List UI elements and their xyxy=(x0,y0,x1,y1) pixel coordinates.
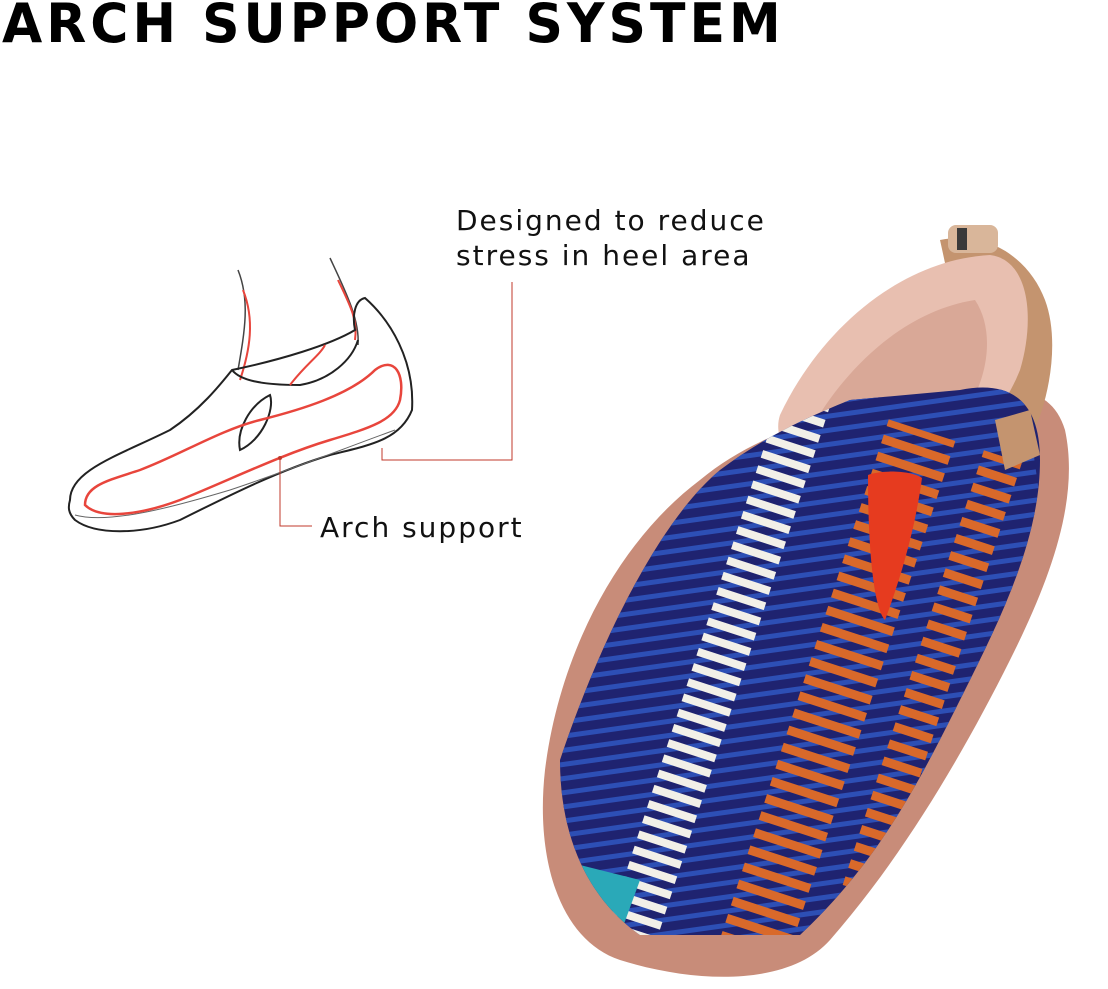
sketch-leg-red-1 xyxy=(239,289,252,381)
sketch-gore xyxy=(238,393,273,452)
heel-callout-line-1: Designed to reduce xyxy=(456,204,766,237)
heel-callout-line-2: stress in heel area xyxy=(456,239,752,272)
arch-leader-line xyxy=(278,456,312,527)
shoe-pull-tab xyxy=(948,225,998,253)
sketch-leg-back xyxy=(329,257,359,346)
sketch-leg-front xyxy=(237,269,246,371)
shoe-sketch xyxy=(67,257,414,533)
heel-leader-line xyxy=(381,282,513,461)
shoe-heel-strap xyxy=(995,410,1040,470)
page-title: ARCH SUPPORT SYSTEM xyxy=(2,0,785,56)
sketch-insole xyxy=(83,363,403,516)
sketch-sole-line xyxy=(74,429,396,519)
heel-callout: Designed to reduce stress in heel area xyxy=(456,203,766,273)
shoe-product xyxy=(542,225,1069,977)
sketch-insole-heel xyxy=(289,344,326,386)
sketch-shoe-outline xyxy=(67,296,414,533)
sketch-leg-red-2 xyxy=(337,279,357,341)
arch-callout: Arch support xyxy=(320,511,524,544)
sketch-collar xyxy=(231,339,359,387)
shoe-elastic-gore xyxy=(868,471,922,620)
